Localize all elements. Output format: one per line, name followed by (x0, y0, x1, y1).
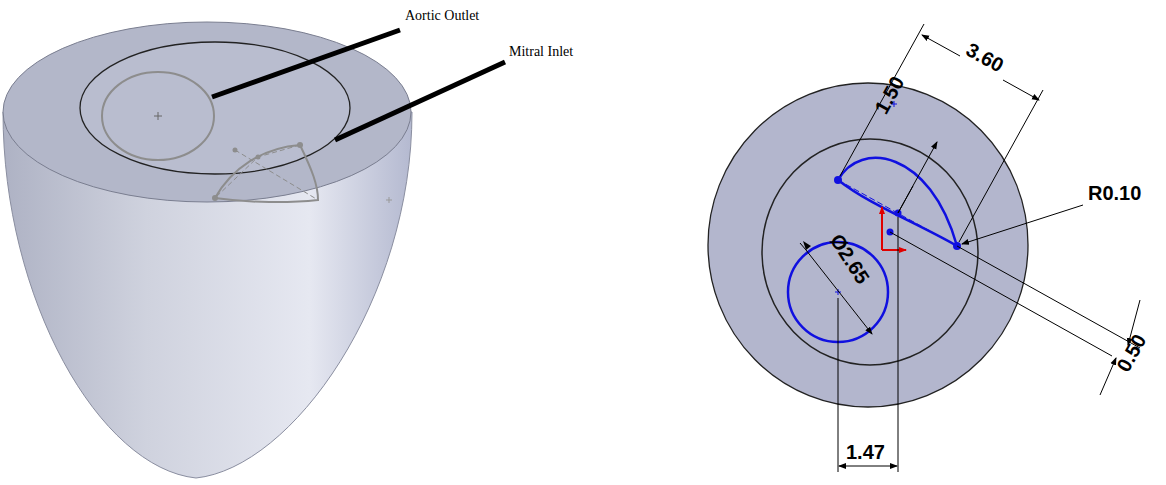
dimension-value: 1.47 (846, 442, 885, 462)
top-view-sketch (708, 24, 1140, 472)
ventricle-model (3, 22, 505, 478)
part-label: Aortic Outlet (405, 9, 479, 23)
dimension-value: R0.10 (1088, 183, 1141, 203)
part-label: Mitral Inlet (509, 45, 573, 59)
dimension-value: 3.60 (963, 39, 1007, 75)
dimension-value: 0.50 (1113, 331, 1149, 375)
